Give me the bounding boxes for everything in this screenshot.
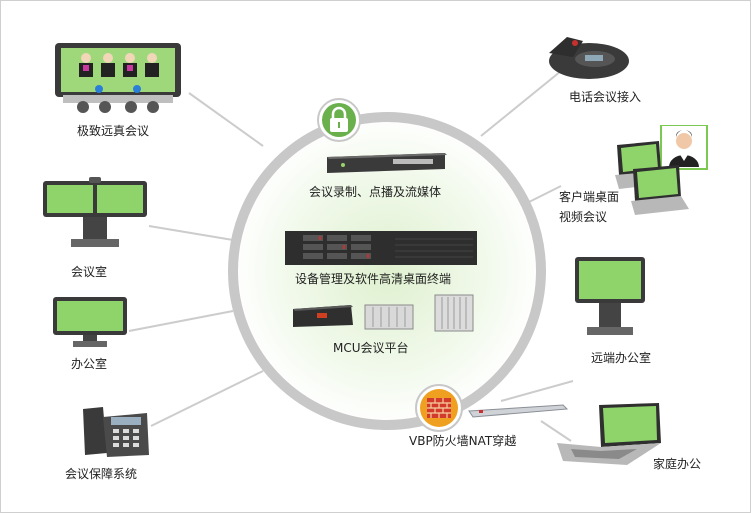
- client-laptops-icon: [561, 124, 709, 215]
- home-laptop-icon: [557, 403, 663, 469]
- desk-phone-icon: [77, 403, 151, 459]
- client-label-line2: 视频会议: [559, 210, 608, 224]
- link-telepresence: [188, 92, 264, 147]
- firewall-icon: [415, 384, 463, 432]
- phone-label: 电话会议接入: [569, 90, 642, 104]
- management-server-icon: [285, 231, 477, 265]
- mcu-chassis-icon: [363, 303, 415, 331]
- recording-label: 会议录制、点播及流媒体: [309, 185, 442, 199]
- remote-office-label: 远端办公室: [591, 351, 652, 365]
- link-phone: [480, 70, 562, 137]
- link-meeting-room: [148, 225, 240, 242]
- link-home: [540, 420, 572, 442]
- recording-server-icon: [323, 151, 449, 177]
- client-label-line1: 客户端桌面: [559, 190, 620, 204]
- central-ring: [228, 112, 546, 430]
- link-remote: [500, 380, 574, 402]
- telepresence-icon: [53, 41, 183, 115]
- firewall-label: VBP防火墙NAT穿越: [409, 434, 517, 448]
- mcu-blade-icon: [433, 293, 475, 333]
- home-office-label: 家庭办公: [653, 457, 702, 471]
- lock-icon: [317, 98, 361, 142]
- conference-phone-icon: [547, 31, 631, 81]
- firewall-appliance-icon: [467, 401, 569, 421]
- telepresence-label: 极致远真会议: [77, 124, 150, 138]
- meeting-room-label: 会议室: [71, 265, 108, 279]
- support-label: 会议保障系统: [65, 467, 138, 481]
- link-support: [150, 370, 264, 427]
- management-label: 设备管理及软件高清桌面终端: [295, 272, 452, 286]
- remote-office-icon: [573, 255, 647, 341]
- link-office: [128, 310, 234, 332]
- office-monitor-icon: [51, 295, 129, 349]
- office-label: 办公室: [71, 357, 108, 371]
- mcu-device-icon: [291, 301, 355, 329]
- mcu-label: MCU会议平台: [333, 341, 409, 355]
- meeting-room-icon: [41, 177, 149, 257]
